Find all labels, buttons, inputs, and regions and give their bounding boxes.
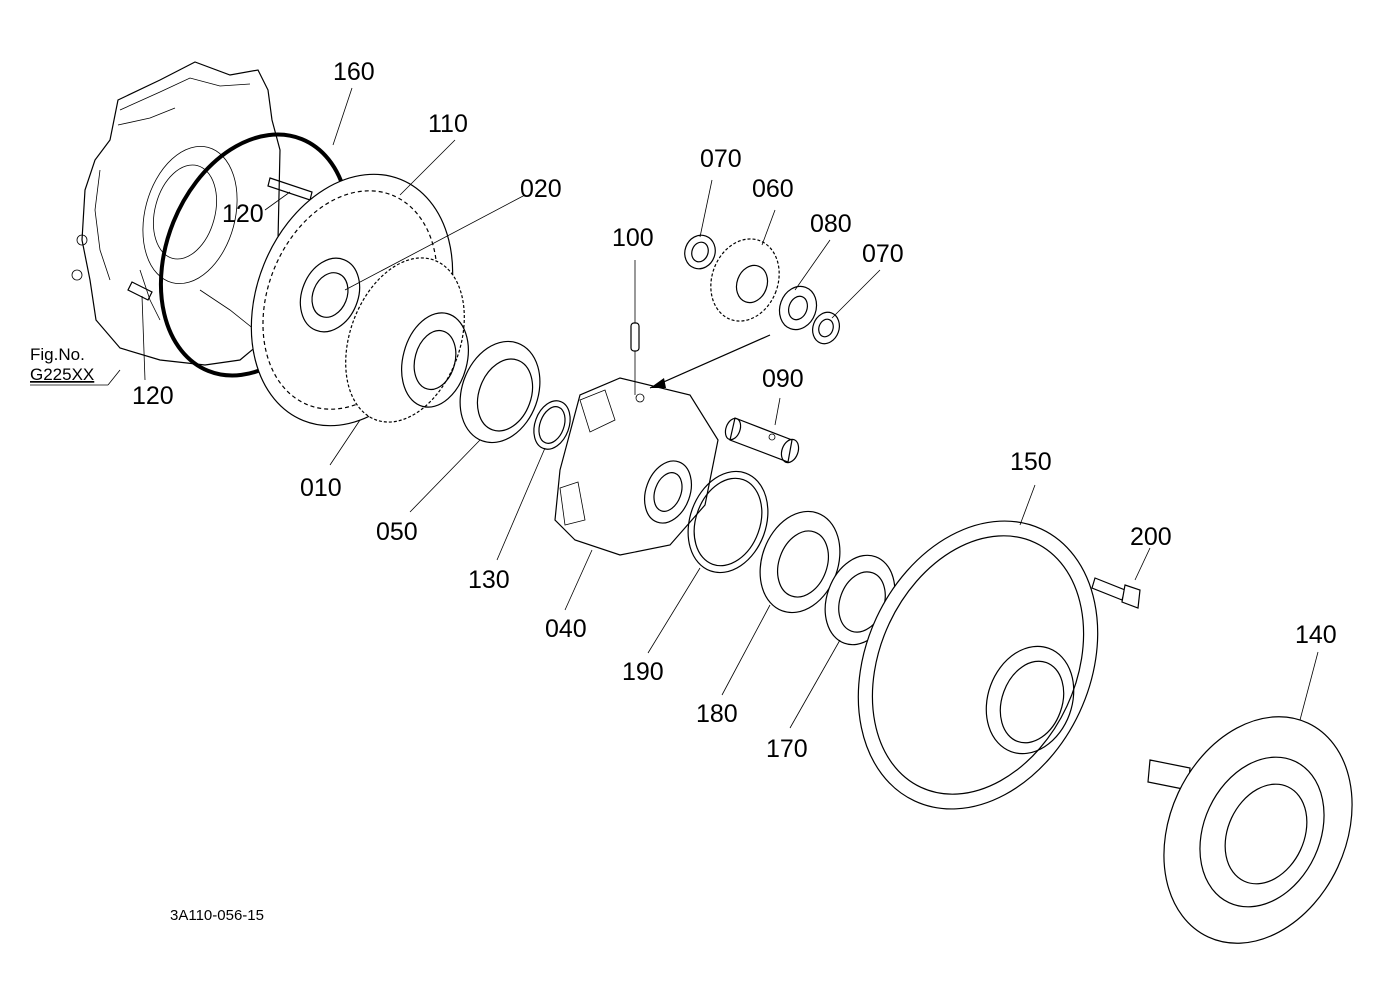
callout-110[interactable]: 110 [428,110,468,138]
assembly-arrow [649,334,771,389]
callout-120-bottom[interactable]: 120 [132,382,174,410]
bearing-050 [459,340,541,444]
callout-180[interactable]: 180 [696,700,738,728]
pin-120-bottom [127,281,153,301]
snap-ring-190 [687,470,769,574]
washer-070-right [812,311,840,345]
callout-070-right[interactable]: 070 [862,240,904,268]
pin-120-top [267,177,313,201]
bolt-200 [1091,577,1141,609]
callout-040[interactable]: 040 [545,615,587,643]
callout-200[interactable]: 200 [1130,523,1172,551]
callout-070-left[interactable]: 070 [700,145,742,173]
fig-no-title: Fig.No. [30,345,85,364]
callout-140[interactable]: 140 [1295,621,1337,649]
planet-gear-060 [710,238,780,322]
callout-150[interactable]: 150 [1010,448,1052,476]
fig-no-link[interactable]: G225XX [30,365,94,384]
callout-160[interactable]: 160 [333,58,375,86]
callout-080[interactable]: 080 [810,210,852,238]
callout-170[interactable]: 170 [766,735,808,763]
callout-010[interactable]: 010 [300,474,342,502]
callout-090[interactable]: 090 [762,365,804,393]
sun-gear-020 [299,257,361,333]
shaft-090 [724,417,800,464]
callout-100[interactable]: 100 [612,224,654,252]
drawing-id: 3A110-056-15 [170,907,264,924]
needle-bearing-080 [778,285,818,331]
callout-130[interactable]: 130 [468,566,510,594]
snap-ring-130 [533,400,571,450]
leader-lines [30,87,1319,729]
callout-050[interactable]: 050 [376,518,418,546]
axle-flange-140 [1147,716,1353,944]
case-040 [554,377,719,556]
washer-070-left [684,234,716,270]
cover-150 [857,520,1099,810]
arrow-head [650,378,666,388]
planet-carrier-010 [345,257,469,423]
callout-020[interactable]: 020 [520,175,562,203]
callout-190[interactable]: 190 [622,658,664,686]
pin-100 [630,260,640,395]
callout-120-top[interactable]: 120 [222,200,264,228]
bearing-180 [759,510,841,614]
transmission-housing [71,61,281,366]
callout-060[interactable]: 060 [752,175,794,203]
